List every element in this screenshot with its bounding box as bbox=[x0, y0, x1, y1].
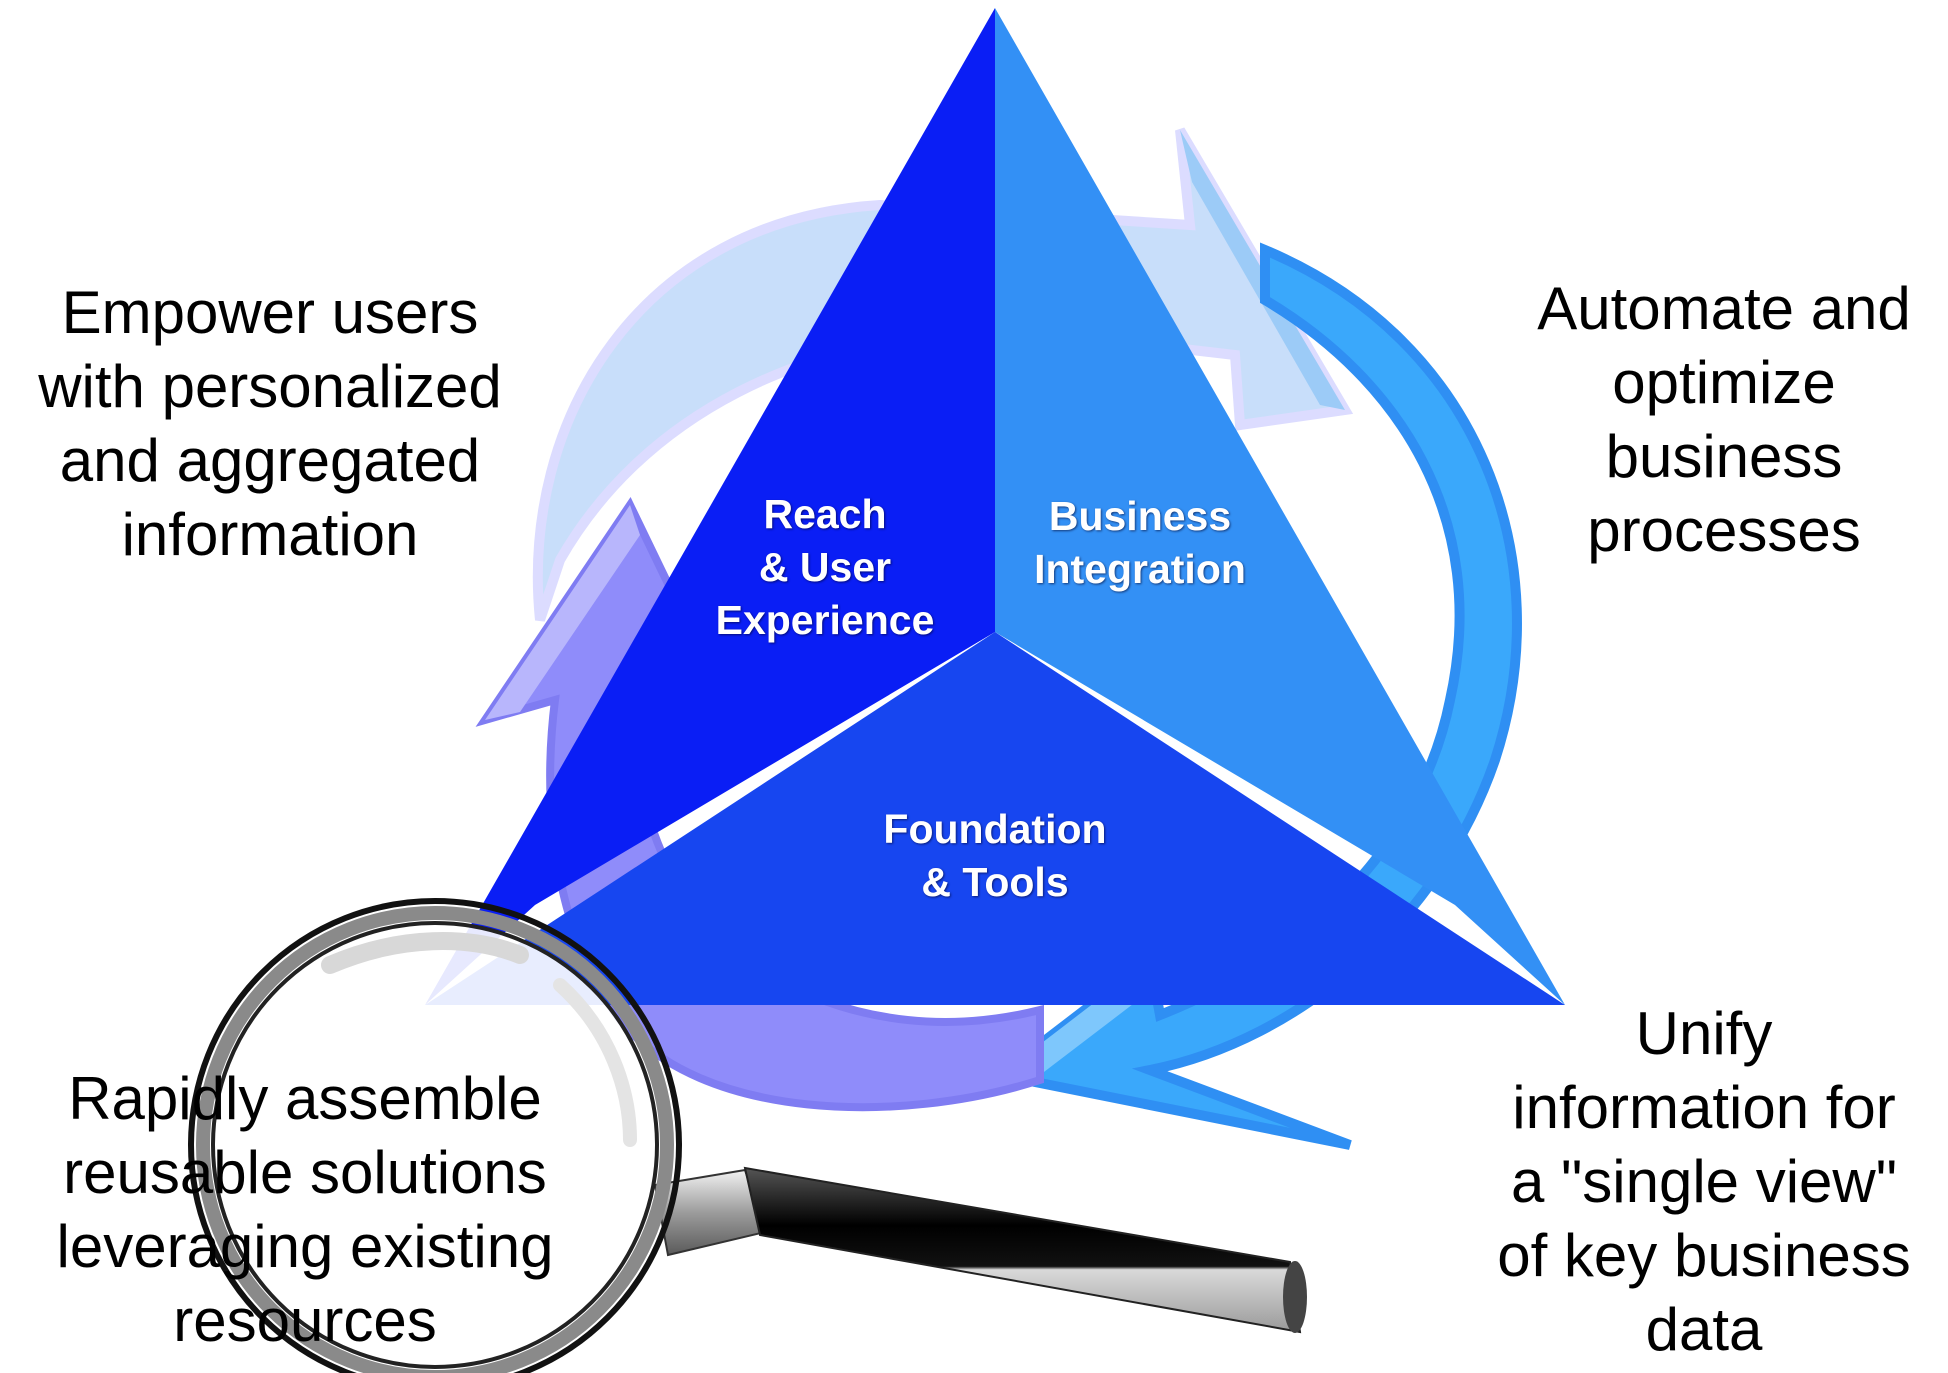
core-triangle bbox=[425, 8, 1565, 1005]
statement-line: Empower users bbox=[61, 279, 479, 346]
statement-line: Automate and bbox=[1537, 275, 1911, 342]
statement-line: optimize bbox=[1612, 349, 1836, 416]
statement-line: data bbox=[1645, 1296, 1763, 1363]
statement-empower-users: Empower users with personalized and aggr… bbox=[0, 276, 540, 572]
statement-line: reusable solutions bbox=[63, 1139, 547, 1206]
label-line: Foundation bbox=[883, 806, 1107, 852]
magnifying-glass-icon bbox=[188, 898, 1307, 1373]
label-line: & Tools bbox=[921, 859, 1069, 905]
statement-line: business bbox=[1605, 423, 1843, 490]
statement-unify-information: Unify information for a "single view" of… bbox=[1460, 997, 1948, 1367]
segment-reach bbox=[425, 8, 995, 1005]
label-foundation-tools: Foundation & Tools bbox=[870, 803, 1120, 909]
statement-automate-optimize: Automate and optimize business processes bbox=[1500, 272, 1948, 568]
label-line: Integration bbox=[1034, 546, 1246, 592]
statement-line: with personalized bbox=[38, 353, 502, 420]
label-line: Reach bbox=[763, 491, 887, 537]
segment-foundation bbox=[425, 632, 1565, 1005]
label-line: Experience bbox=[715, 597, 935, 643]
statement-line: Unify bbox=[1635, 1000, 1773, 1067]
statement-line: a "single view" bbox=[1510, 1148, 1898, 1215]
statement-line: processes bbox=[1587, 497, 1861, 564]
segment-business bbox=[995, 8, 1565, 1005]
statement-line: resources bbox=[173, 1287, 437, 1354]
label-line: Business bbox=[1048, 493, 1232, 539]
label-line: & User bbox=[758, 544, 892, 590]
label-business-integration: Business Integration bbox=[1020, 490, 1260, 596]
statement-line: and aggregated bbox=[59, 427, 481, 494]
statement-line: of key business bbox=[1497, 1222, 1911, 1289]
statement-line: information for bbox=[1512, 1074, 1896, 1141]
statement-line: Rapidly assemble bbox=[68, 1065, 542, 1132]
label-reach-user-experience: Reach & User Experience bbox=[700, 488, 950, 647]
statement-line: leveraging existing bbox=[56, 1213, 554, 1280]
statement-line: information bbox=[121, 501, 419, 568]
statement-rapidly-assemble: Rapidly assemble reusable solutions leve… bbox=[0, 1062, 610, 1358]
